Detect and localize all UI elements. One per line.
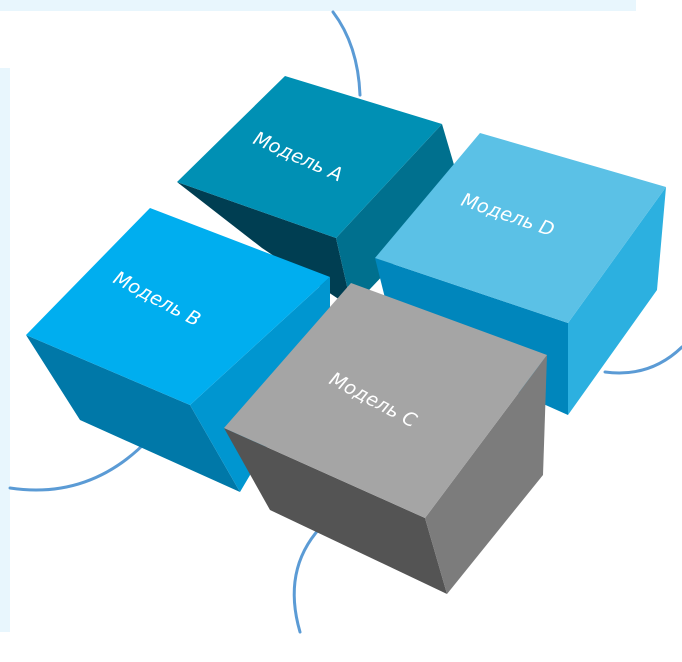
- cube-model-b[interactable]: Модель B: [26, 208, 330, 492]
- cube-c-right-face: [425, 355, 547, 594]
- connector-left: [8, 438, 150, 492]
- cube-a-right-face: [336, 124, 462, 308]
- top-panel: [0, 0, 636, 11]
- cube-d-right-face: [568, 187, 666, 415]
- cube-b-top-face: [26, 208, 330, 405]
- cube-c-top-face: [224, 283, 547, 518]
- connector-right: [603, 345, 682, 375]
- cube-b-right-face: [190, 277, 330, 492]
- cube-a-top-face: [177, 76, 442, 238]
- cube-model-c[interactable]: Модель C: [224, 283, 547, 594]
- left-panel: [0, 68, 10, 632]
- connector-top: [331, 10, 362, 97]
- cube-b-left-face: [26, 335, 240, 492]
- connectors: [8, 10, 682, 634]
- cube-d-top-face: [375, 133, 666, 323]
- cube-c-left-face: [224, 428, 447, 594]
- connector-bottom: [292, 526, 322, 634]
